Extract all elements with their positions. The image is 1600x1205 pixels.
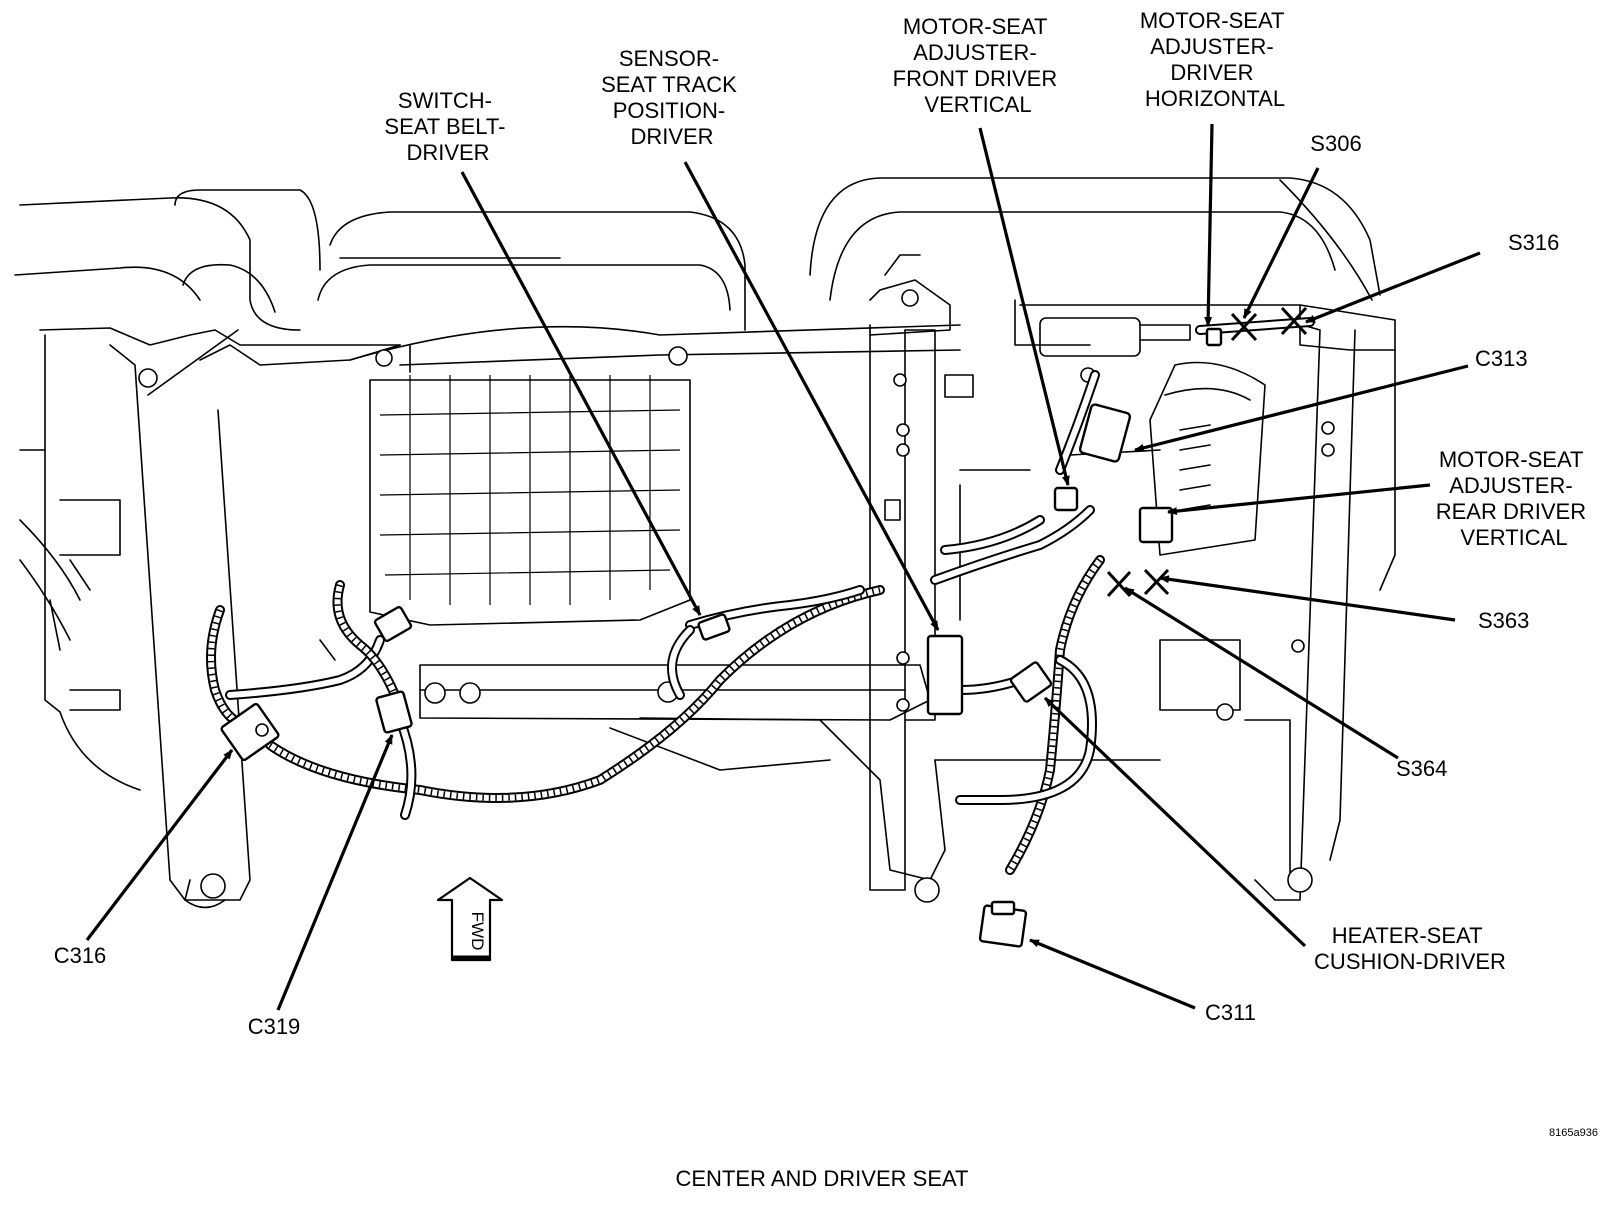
- label-sensor-seat-track: SENSOR- SEAT TRACK POSITION- DRIVER: [601, 46, 743, 149]
- leader-s363: [1159, 575, 1456, 622]
- figure-id: 8165a936: [1549, 1127, 1598, 1139]
- splice-s363: [1143, 568, 1170, 596]
- seat-frame-art: [14, 177, 1396, 909]
- seat-back-grid: [379, 375, 681, 605]
- label-c316: C316: [54, 943, 107, 968]
- connector-seat-belt-switch: [373, 606, 413, 642]
- splice-s364: [1106, 570, 1132, 598]
- leader-c311: [1029, 938, 1196, 1010]
- connectors: [220, 327, 1223, 948]
- label-motor-rear-vertical: MOTOR-SEAT ADJUSTER- REAR DRIVER VERTICA…: [1436, 447, 1592, 550]
- fwd-arrow-icon: FWD: [436, 876, 504, 962]
- connector-horizontal-motor: [1205, 327, 1223, 347]
- label-s363: S363: [1478, 608, 1529, 633]
- label-motor-front-vertical: MOTOR-SEAT ADJUSTER- FRONT DRIVER VERTIC…: [893, 14, 1064, 117]
- leader-heater-seat: [1043, 696, 1307, 948]
- connector-seat-track-sensor: [697, 613, 731, 641]
- leader-motor-front-vertical: [978, 127, 1070, 486]
- label-motor-horizontal: MOTOR-SEAT ADJUSTER- DRIVER HORIZONTAL: [1140, 8, 1290, 111]
- leader-switch-seat-belt: [460, 171, 702, 616]
- leader-c313: [1134, 364, 1469, 452]
- leader-s306: [1242, 167, 1320, 319]
- label-s364: S364: [1396, 756, 1447, 781]
- label-c319: C319: [248, 1014, 301, 1039]
- label-heater-seat-cushion: HEATER-SEAT CUSHION-DRIVER: [1314, 923, 1506, 974]
- label-switch-seat-belt: SWITCH- SEAT BELT- DRIVER: [384, 88, 511, 165]
- leader-c316: [85, 749, 234, 941]
- connector-front-vertical-motor: [1053, 486, 1079, 512]
- callout-labels: SWITCH- SEAT BELT- DRIVER SENSOR- SEAT T…: [54, 8, 1592, 1039]
- connector-heater-seat: [1009, 661, 1053, 703]
- leader-s364: [1124, 586, 1399, 760]
- connector-c311: [978, 900, 1028, 948]
- label-c313: C313: [1475, 346, 1528, 371]
- bolts: [138, 289, 1335, 903]
- diagram-caption: CENTER AND DRIVER SEAT: [676, 1166, 969, 1191]
- label-s316: S316: [1508, 230, 1559, 255]
- leader-sensor-seat-track: [683, 161, 940, 631]
- connector-c319: [375, 690, 413, 734]
- label-s306: S306: [1310, 131, 1361, 156]
- label-c311: C311: [1205, 1000, 1256, 1025]
- wiring-harness: [19, 317, 1315, 875]
- leader-s316: [1305, 251, 1481, 324]
- connector-c313: [1078, 403, 1132, 463]
- splice-s316: [1280, 306, 1308, 336]
- splices: [1106, 306, 1308, 598]
- fwd-label: FWD: [468, 912, 487, 951]
- leader-c319: [276, 734, 394, 1011]
- connector-rear-vertical-motor: [1138, 506, 1174, 544]
- splice-s306: [1230, 312, 1258, 342]
- leader-motor-rear-vertical: [1167, 483, 1431, 516]
- leader-motor-horizontal: [1204, 123, 1214, 327]
- leader-lines: [85, 123, 1481, 1011]
- connector-rail: [926, 634, 964, 716]
- connector-c316: [220, 702, 280, 762]
